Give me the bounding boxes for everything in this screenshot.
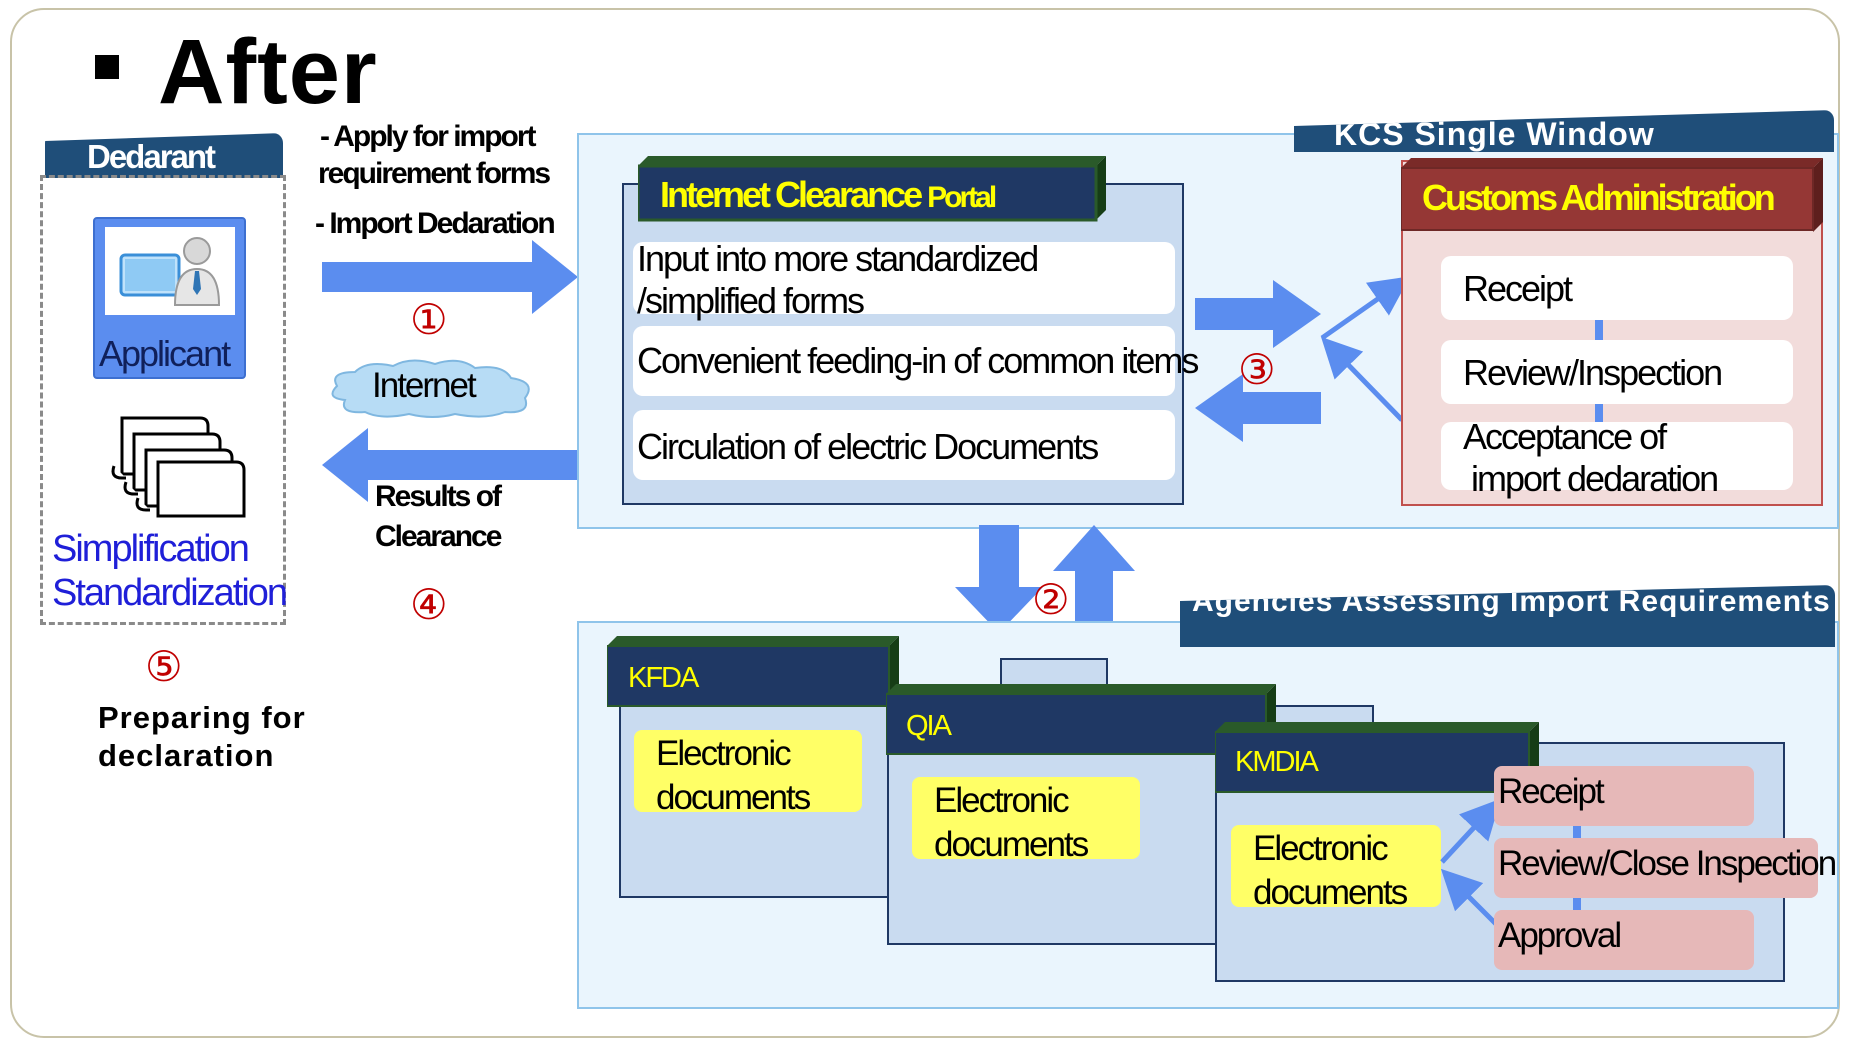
portal-row-common-items: Convenient feeding-in of common items bbox=[633, 326, 1199, 396]
customs-step-acceptance: Acceptance of import dedaration bbox=[1441, 416, 1793, 499]
results-arrow-left bbox=[322, 428, 578, 502]
qia-electronic-documents: Electronic documents bbox=[912, 777, 1140, 864]
step1-number: ① bbox=[410, 296, 448, 343]
bullet-square-icon bbox=[95, 55, 119, 79]
submit-line2: requirement forms bbox=[318, 157, 551, 190]
customs-step-review-text: Review/Inspection bbox=[1463, 352, 1723, 393]
kmdia-step-receipt: Receipt bbox=[1494, 766, 1754, 826]
kmdia-name: KMDIA bbox=[1235, 746, 1319, 778]
step3-number: ③ bbox=[1238, 346, 1276, 393]
customs-step-receipt-text: Receipt bbox=[1463, 268, 1573, 309]
declarant-box bbox=[40, 175, 286, 625]
submit-line3: - Import Dedaration bbox=[315, 207, 556, 240]
customs-step-review: Review/Inspection bbox=[1441, 340, 1793, 404]
step5-label-line1: Preparing for bbox=[98, 700, 306, 735]
kfda-doc-line2: documents bbox=[656, 778, 811, 817]
qia-name: QIA bbox=[906, 710, 952, 742]
qia-title-bar-3d bbox=[886, 684, 1276, 755]
portal-title: Internet Clearance Portal bbox=[660, 174, 997, 216]
customs-step-acceptance-line1: Acceptance of bbox=[1463, 416, 1667, 457]
kmdia-step-review: Review/Close Inspection bbox=[1494, 838, 1837, 898]
qia-doc-line2: documents bbox=[934, 825, 1089, 864]
kfda-electronic-documents: Electronic documents bbox=[634, 730, 862, 817]
portal-row-forms: Input into more standardized /simplified… bbox=[633, 238, 1175, 321]
step4-number: ④ bbox=[410, 581, 448, 628]
applicant-label: Applicant bbox=[99, 333, 231, 374]
slide-title: After bbox=[158, 21, 378, 123]
declarant-tab-label: Dedarant bbox=[87, 138, 216, 175]
kfda-title-bar-3d bbox=[607, 636, 899, 707]
applicant-computer-user-icon bbox=[119, 237, 221, 306]
portal-title-bar-3d bbox=[638, 156, 1106, 222]
step5-number: ⑤ bbox=[145, 643, 183, 690]
customs-step-acceptance-line2: import dedaration bbox=[1471, 458, 1719, 499]
applicant-card[interactable]: Applicant bbox=[93, 217, 246, 379]
portal-row-circulation-text: Circulation of electric Documents bbox=[637, 426, 1099, 467]
step5-label-line2: declaration bbox=[98, 738, 275, 773]
kfda-doc-line1: Electronic bbox=[656, 734, 792, 773]
portal-row-common-items-text: Convenient feeding-in of common items bbox=[637, 340, 1199, 381]
kmdia-doc-line2: documents bbox=[1253, 873, 1408, 912]
internet-cloud-icon bbox=[331, 359, 530, 418]
results-line1: Results of bbox=[375, 480, 502, 513]
documents-icon bbox=[111, 416, 246, 518]
step2-number: ② bbox=[1032, 576, 1070, 623]
kmdia-doc-line1: Electronic bbox=[1253, 829, 1389, 868]
portal-title-main: Internet Clearance bbox=[660, 174, 923, 215]
applicant-picture-frame bbox=[105, 227, 235, 315]
standardization-label: Standardization bbox=[52, 572, 288, 614]
simplification-label: Simplification bbox=[52, 528, 250, 570]
portal-customs-arrows bbox=[1195, 280, 1321, 442]
kmdia-fan-arrows bbox=[1440, 800, 1501, 926]
step2-vertical-arrows bbox=[955, 525, 1135, 633]
qia-doc-line1: Electronic bbox=[934, 781, 1070, 820]
kfda-card-back bbox=[1000, 658, 1108, 688]
submit-arrow-right bbox=[322, 240, 578, 314]
portal-row-forms-line1: Input into more standardized bbox=[637, 238, 1039, 279]
submit-line1: - Apply for import bbox=[320, 120, 537, 153]
kfda-name: KFDA bbox=[628, 662, 699, 694]
kmdia-step-approval: Approval bbox=[1494, 910, 1754, 970]
customs-fan-arrows bbox=[1320, 276, 1411, 422]
customs-step-receipt: Receipt bbox=[1441, 256, 1793, 320]
portal-title-suffix: Portal bbox=[927, 181, 997, 214]
portal-row-forms-line2: /simplified forms bbox=[637, 280, 865, 321]
internet-label: Internet bbox=[372, 366, 477, 405]
customs-title: Customs Administration bbox=[1422, 177, 1776, 218]
portal-row-circulation: Circulation of electric Documents bbox=[633, 410, 1175, 480]
kmdia-title-bar-3d bbox=[1215, 722, 1539, 793]
results-line2: Clearance bbox=[375, 520, 502, 553]
kmdia-electronic-documents: Electronic documents bbox=[1231, 825, 1441, 912]
customs-title-bar-3d bbox=[1401, 158, 1823, 232]
declarant-tab: Dedarant bbox=[45, 133, 283, 178]
slide-frame bbox=[10, 8, 1840, 1038]
